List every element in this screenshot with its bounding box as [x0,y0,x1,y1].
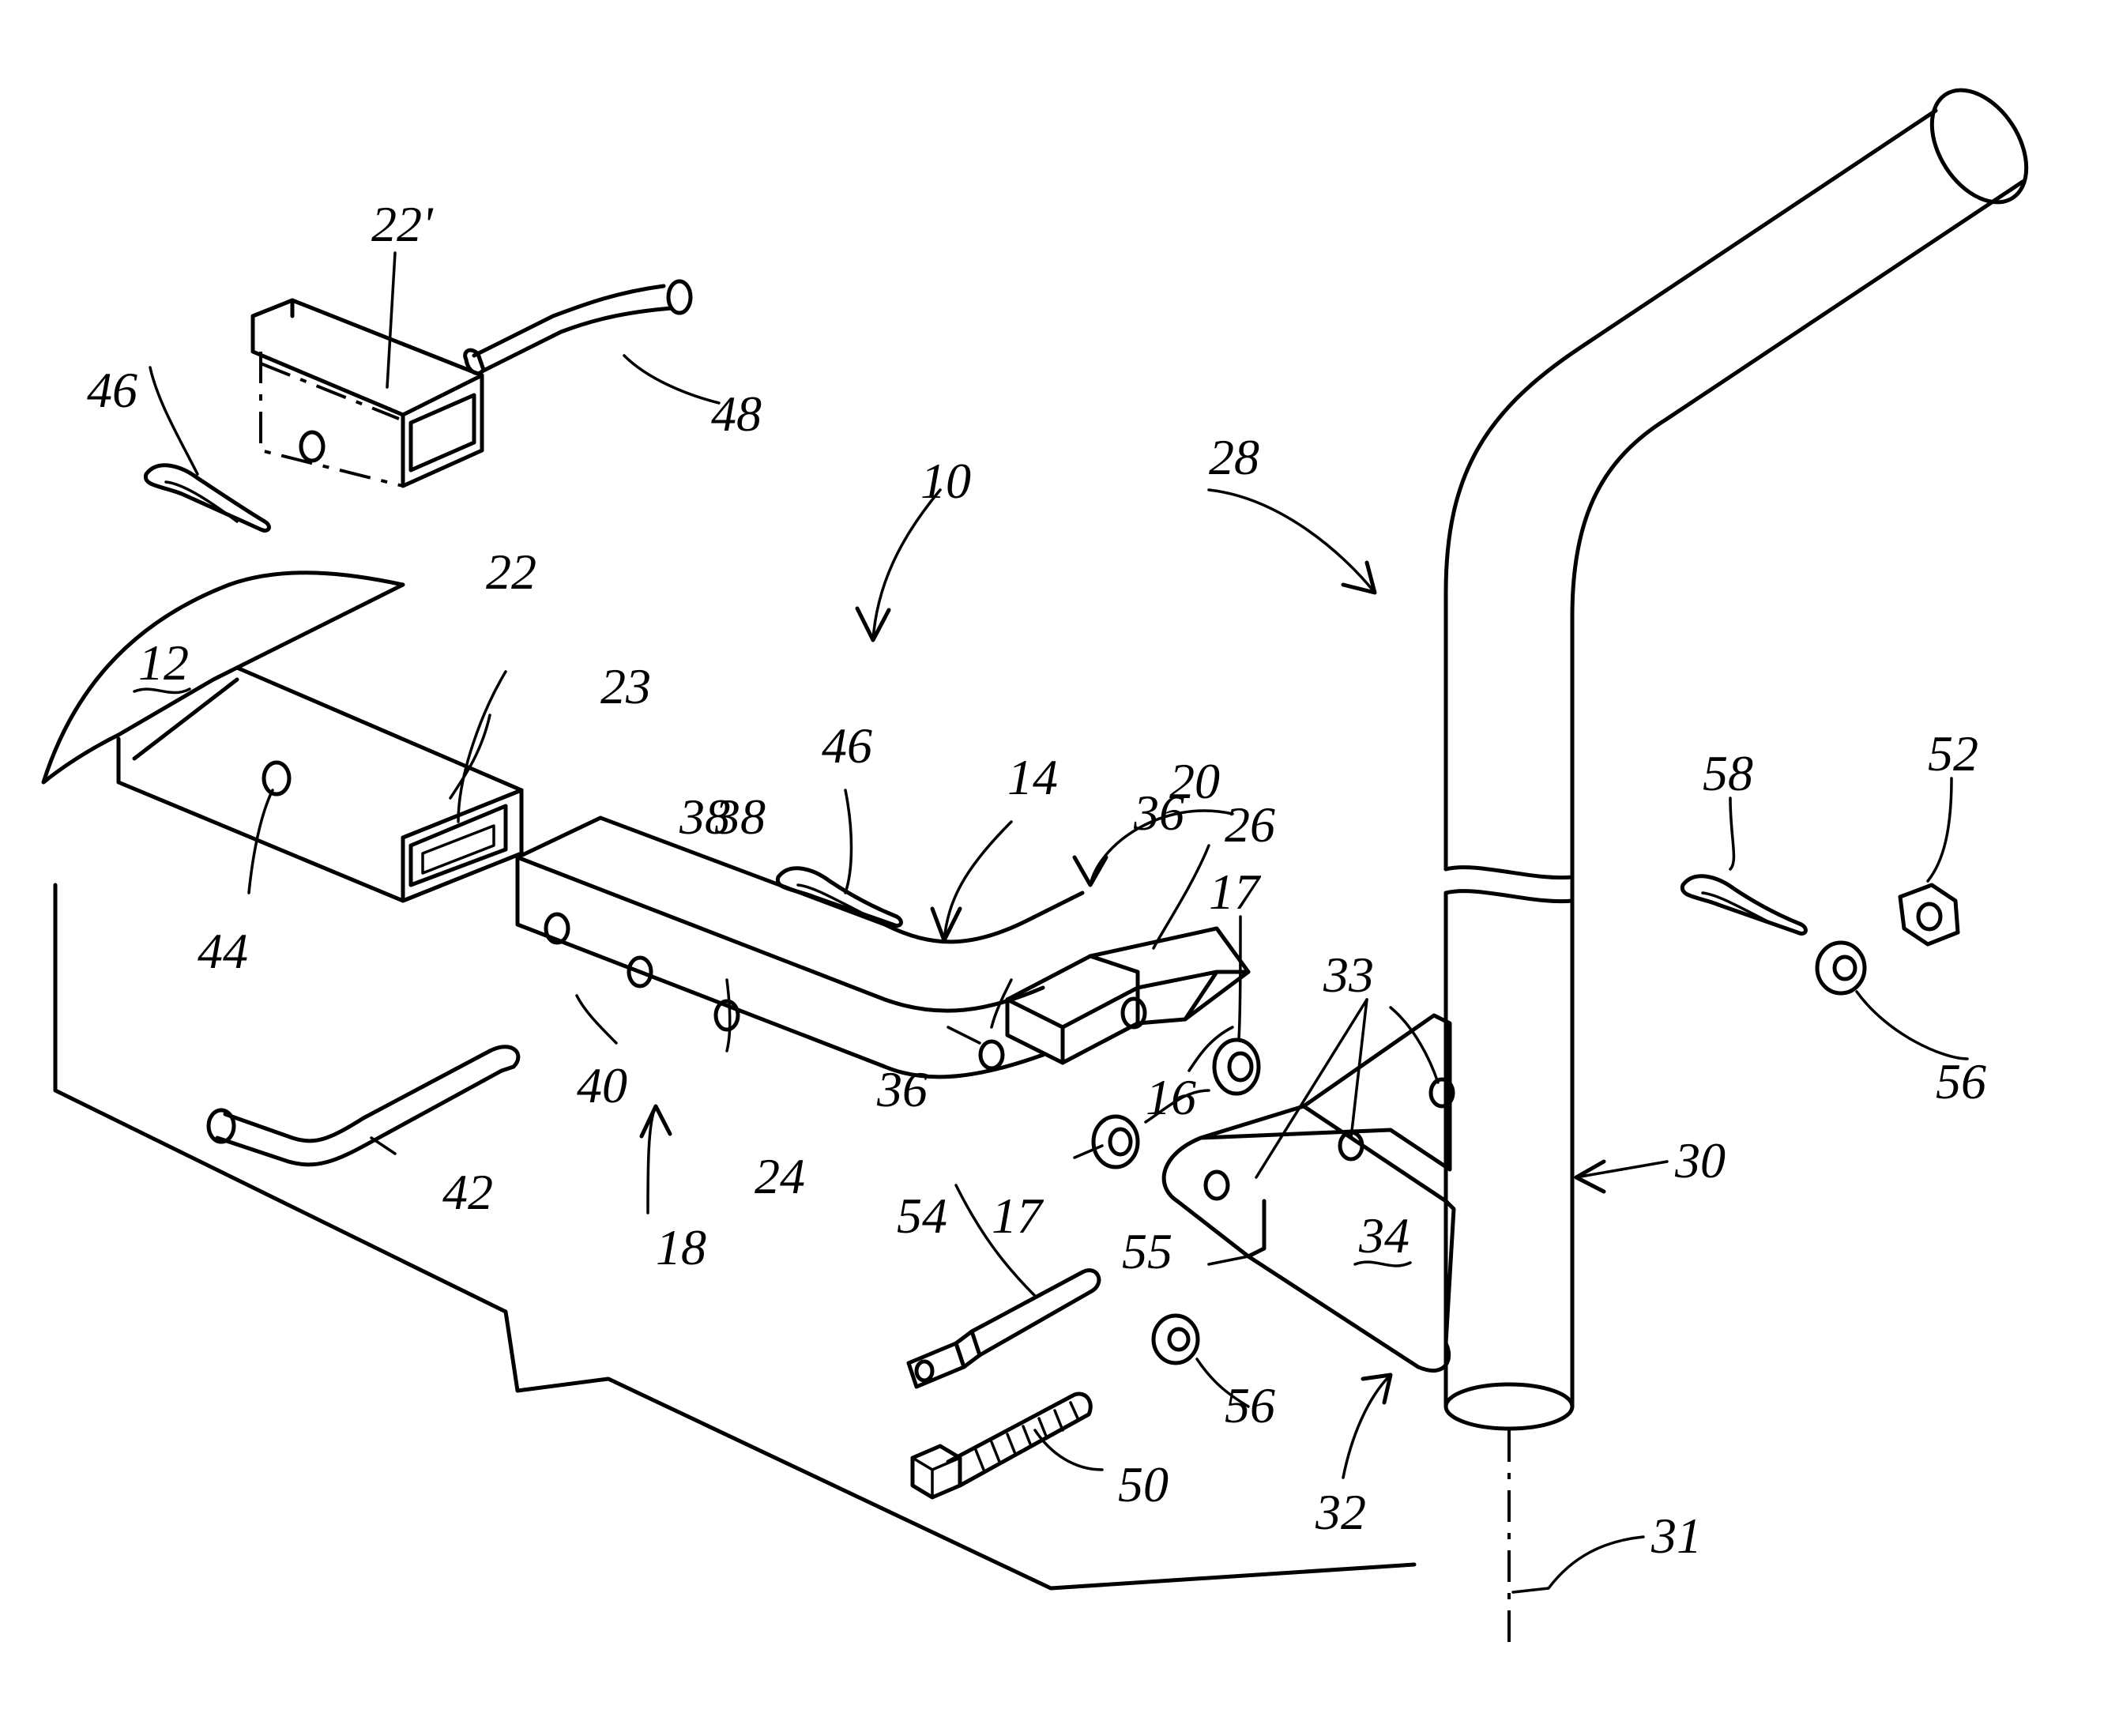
label-22p: 22' [371,196,434,252]
label-22: 22 [486,544,536,600]
label-34: 34 [1358,1207,1410,1263]
label-24: 24 [755,1148,805,1204]
label-40: 40 [577,1057,627,1113]
label-48: 48 [711,386,762,442]
label-12: 12 [138,635,189,691]
label-32: 32 [1315,1484,1366,1540]
pin-54 [909,1271,1099,1387]
label-42: 42 [442,1164,493,1220]
bolt-50 [913,1394,1090,1497]
label-52: 52 [1928,725,1978,781]
label-38b: 38 [714,789,766,845]
label-31: 31 [1650,1508,1702,1564]
label-14: 14 [1007,749,1058,805]
nut-52 [1900,885,1958,944]
pin-42 [209,1047,518,1165]
washer-56-upper [1817,943,1865,993]
label-54: 54 [897,1188,947,1244]
label-44: 44 [198,923,248,979]
label-36a: 36 [1133,785,1184,841]
vehicle-body [43,573,1414,1588]
washer-17-upper [1214,1040,1259,1094]
label-28: 28 [1209,429,1259,485]
clip-58 [1682,876,1805,934]
alternate-receiver [253,300,482,486]
label-23: 23 [600,658,651,714]
clip-46-upper [145,465,269,531]
label-16: 16 [1146,1069,1196,1125]
label-58: 58 [1703,745,1753,801]
label-50: 50 [1118,1456,1169,1512]
label-30: 30 [1674,1132,1726,1188]
label-55: 55 [1122,1223,1172,1279]
label-33: 33 [1323,947,1374,1003]
label-56b: 56 [1936,1053,1986,1109]
washer-17-lower [1093,1117,1138,1167]
label-36b: 36 [876,1061,928,1117]
hitch-bar [518,818,1082,1077]
pin-48 [465,281,691,373]
label-56a: 56 [1225,1377,1275,1433]
label-26: 26 [1225,796,1275,853]
label-10: 10 [920,453,971,509]
label-17b: 17 [992,1188,1044,1244]
clip-46-middle [777,868,901,926]
label-46b: 46 [822,717,872,774]
leader-lines [150,253,1967,1592]
pole [1446,73,2046,1644]
mounting-bracket [1164,1015,1454,1371]
label-18: 18 [656,1219,706,1275]
washer-56-lower [1154,1316,1198,1363]
label-46a: 46 [87,362,137,418]
label-17a: 17 [1209,864,1262,920]
